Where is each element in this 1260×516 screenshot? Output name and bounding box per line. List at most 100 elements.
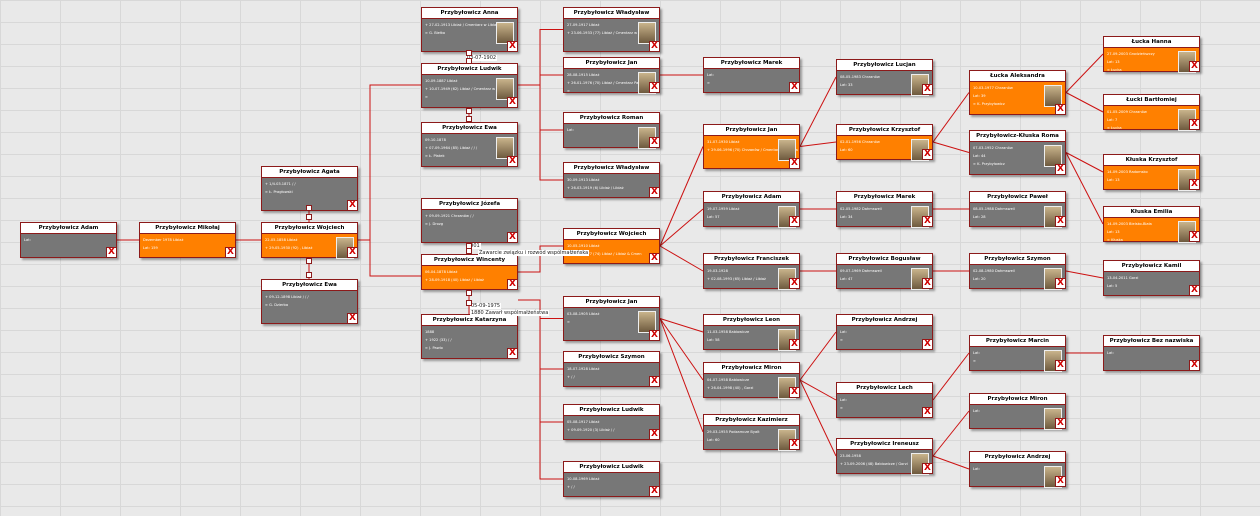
delete-person-button[interactable]: X — [789, 278, 800, 289]
person-photo-icon[interactable] — [496, 22, 514, 44]
delete-person-button[interactable]: X — [1189, 285, 1200, 296]
delete-person-button[interactable]: X — [789, 387, 800, 398]
delete-person-button[interactable]: X — [922, 278, 933, 289]
delete-person-button[interactable]: X — [649, 82, 660, 93]
person-photo-icon[interactable] — [638, 311, 656, 333]
delete-person-button[interactable]: X — [649, 253, 660, 264]
delete-person-button[interactable]: X — [789, 158, 800, 169]
delete-person-button[interactable]: X — [789, 82, 800, 93]
delete-person-button[interactable]: X — [1055, 216, 1066, 227]
delete-person-button[interactable]: X — [1055, 278, 1066, 289]
person-card[interactable]: Przybyłowicz Anna+ 27-02-1913 Libiaż / C… — [421, 7, 518, 52]
delete-person-button[interactable]: X — [649, 41, 660, 52]
delete-person-button[interactable]: X — [1189, 360, 1200, 371]
delete-person-button[interactable]: X — [507, 232, 518, 243]
delete-person-button[interactable]: X — [507, 348, 518, 359]
person-photo-icon[interactable] — [778, 139, 796, 161]
person-photo-icon[interactable] — [496, 137, 514, 159]
person-photo-icon[interactable] — [1044, 85, 1062, 107]
delete-person-button[interactable]: X — [1055, 164, 1066, 175]
delete-person-button[interactable]: X — [649, 376, 660, 387]
delete-person-button[interactable]: X — [1055, 418, 1066, 429]
delete-person-button[interactable]: X — [1055, 476, 1066, 487]
delete-person-button[interactable]: X — [1189, 179, 1200, 190]
delete-person-button[interactable]: X — [225, 247, 236, 258]
delete-person-button[interactable]: X — [1189, 119, 1200, 130]
person-card[interactable]: Przybyłowicz Józefa+ 09-09-1921 Chrzanów… — [421, 198, 518, 243]
delete-person-button[interactable]: X — [649, 137, 660, 148]
delete-person-button[interactable]: X — [922, 216, 933, 227]
delete-person-button[interactable]: X — [1055, 360, 1066, 371]
delete-person-button[interactable]: X — [507, 41, 518, 52]
delete-person-button[interactable]: X — [922, 339, 933, 350]
delete-person-button[interactable]: X — [922, 407, 933, 418]
delete-person-button[interactable]: X — [347, 247, 358, 258]
delete-person-button[interactable]: X — [649, 187, 660, 198]
delete-person-button[interactable]: X — [1189, 61, 1200, 72]
delete-person-button[interactable]: X — [922, 149, 933, 160]
person-photo-icon[interactable] — [638, 22, 656, 44]
person-photo-icon[interactable] — [496, 78, 514, 100]
delete-person-button[interactable]: X — [347, 313, 358, 324]
delete-person-button[interactable]: X — [789, 216, 800, 227]
delete-person-button[interactable]: X — [507, 279, 518, 290]
person-photo-icon[interactable] — [1044, 145, 1062, 167]
person-card[interactable]: Przybyłowicz Ewa+ 09-12-1898 Libiaż / / … — [261, 279, 358, 324]
delete-person-button[interactable]: X — [1189, 231, 1200, 242]
delete-person-button[interactable]: X — [789, 439, 800, 450]
person-card[interactable]: Przybyłowicz Agata+ 1/4.03.1871 / /∞ Ł. … — [261, 166, 358, 211]
delete-person-button[interactable]: X — [507, 97, 518, 108]
delete-person-button[interactable]: X — [649, 330, 660, 341]
delete-person-button[interactable]: X — [347, 200, 358, 211]
delete-person-button[interactable]: X — [106, 247, 117, 258]
delete-person-button[interactable]: X — [507, 156, 518, 167]
delete-person-button[interactable]: X — [922, 463, 933, 474]
delete-person-button[interactable]: X — [922, 84, 933, 95]
delete-person-button[interactable]: X — [1055, 104, 1066, 115]
delete-person-button[interactable]: X — [649, 486, 660, 497]
delete-person-button[interactable]: X — [649, 429, 660, 440]
delete-person-button[interactable]: X — [789, 339, 800, 350]
